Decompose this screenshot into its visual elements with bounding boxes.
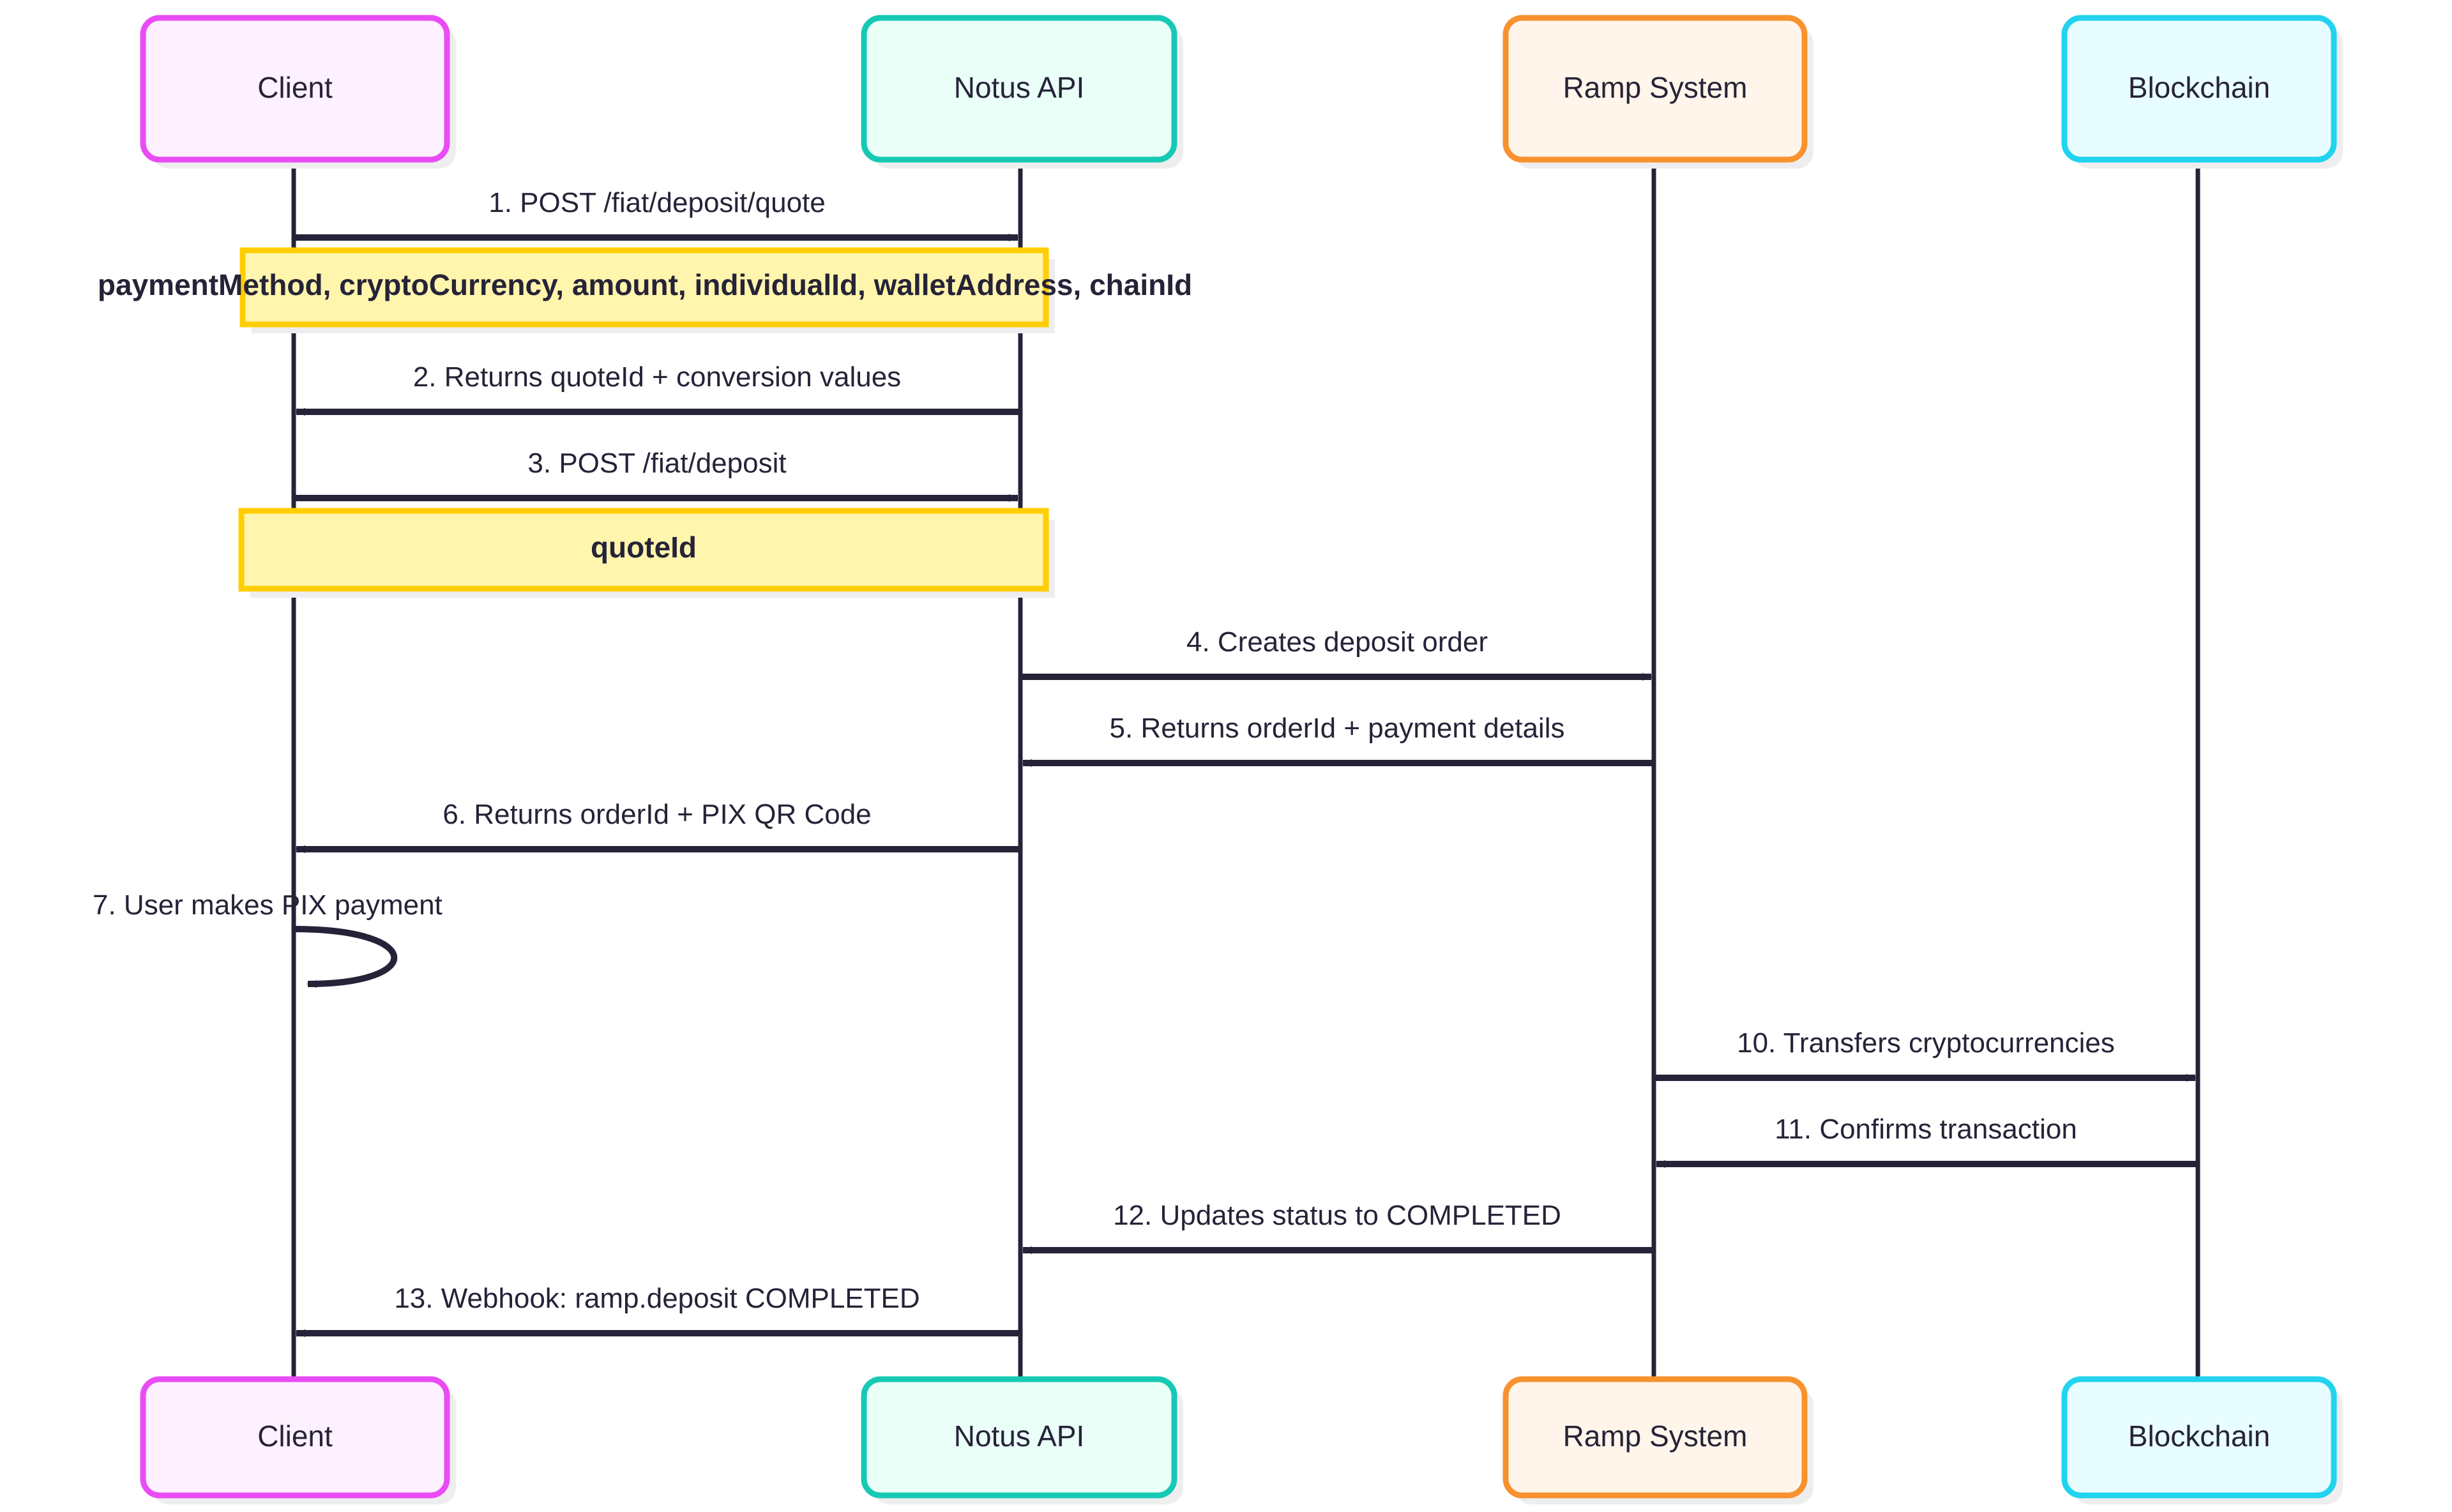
message-label-4: 4. Creates deposit order bbox=[1186, 626, 1488, 658]
message-13[interactable]: 13. Webhook: ramp.deposit COMPLETED bbox=[295, 1283, 1020, 1337]
note-text: paymentMethod, cryptoCurrency, amount, i… bbox=[98, 268, 1192, 301]
actor-box-rect bbox=[140, 1376, 450, 1499]
actor-box-notus-bottom[interactable]: Notus API bbox=[861, 1376, 1183, 1504]
messages-group: 1. POST /fiat/deposit/quote 2. Returns qu… bbox=[93, 187, 2198, 1337]
actor-box-blockchain-top[interactable]: Blockchain bbox=[2061, 15, 2343, 169]
actor-boxes-bottom: Client Notus API Ramp System Blockchain bbox=[140, 1376, 2343, 1504]
actor-box-client-top[interactable]: Client bbox=[140, 15, 456, 169]
actor-box-rect bbox=[1502, 15, 1808, 163]
actor-boxes-top: Client Notus API Ramp System Blockchain bbox=[140, 15, 2343, 169]
message-10[interactable]: 10. Transfers cryptocurrencies bbox=[1654, 1027, 2197, 1082]
actor-label-ramp: Ramp System bbox=[1563, 1419, 1748, 1453]
actor-box-rect bbox=[1502, 1376, 1808, 1499]
message-1[interactable]: 1. POST /fiat/deposit/quote bbox=[294, 187, 1019, 241]
message-label-11: 11. Confirms transaction bbox=[1775, 1114, 2077, 1145]
message-4[interactable]: 4. Creates deposit order bbox=[1020, 626, 1653, 681]
note-text: quoteId bbox=[591, 531, 697, 564]
message-2[interactable]: 2. Returns quoteId + conversion values bbox=[295, 361, 1020, 416]
message-label-7: 7. User makes PIX payment bbox=[93, 889, 443, 921]
message-label-6: 6. Returns orderId + PIX QR Code bbox=[443, 799, 871, 830]
actor-box-client-bottom[interactable]: Client bbox=[140, 1376, 456, 1504]
message-label-5: 5. Returns orderId + payment details bbox=[1110, 713, 1565, 744]
note-quote-id[interactable]: quoteId bbox=[238, 508, 1055, 598]
message-5[interactable]: 5. Returns orderId + payment details bbox=[1022, 713, 1654, 767]
actor-label-ramp: Ramp System bbox=[1563, 71, 1748, 104]
note-rect bbox=[239, 247, 1049, 328]
actor-label-blockchain: Blockchain bbox=[2128, 1419, 2270, 1453]
actor-box-blockchain-bottom[interactable]: Blockchain bbox=[2061, 1376, 2343, 1504]
actor-box-rect bbox=[2061, 15, 2337, 163]
message-7[interactable]: 7. User makes PIX payment bbox=[93, 889, 443, 988]
message-11[interactable]: 11. Confirms transaction bbox=[1655, 1114, 2198, 1168]
actor-label-notus: Notus API bbox=[954, 71, 1085, 104]
actor-box-notus-top[interactable]: Notus API bbox=[861, 15, 1183, 169]
actor-box-rect bbox=[861, 1376, 1177, 1499]
message-self-loop-arrow bbox=[293, 926, 398, 988]
note-rect bbox=[238, 508, 1049, 592]
actor-label-notus: Notus API bbox=[954, 1419, 1085, 1453]
actor-box-rect bbox=[2061, 1376, 2337, 1499]
message-3[interactable]: 3. POST /fiat/deposit bbox=[294, 448, 1019, 502]
actor-label-client: Client bbox=[257, 71, 333, 104]
message-label-12: 12. Updates status to COMPLETED bbox=[1113, 1200, 1561, 1231]
actor-box-ramp-bottom[interactable]: Ramp System bbox=[1502, 1376, 1813, 1504]
actor-box-rect bbox=[140, 15, 450, 163]
actor-box-ramp-top[interactable]: Ramp System bbox=[1502, 15, 1813, 169]
actor-label-client: Client bbox=[257, 1419, 333, 1453]
message-label-2: 2. Returns quoteId + conversion values bbox=[413, 361, 901, 393]
message-12[interactable]: 12. Updates status to COMPLETED bbox=[1022, 1200, 1654, 1254]
message-label-13: 13. Webhook: ramp.deposit COMPLETED bbox=[394, 1283, 920, 1314]
notes-group: paymentMethod, cryptoCurrency, amount, i… bbox=[98, 247, 1192, 598]
message-label-10: 10. Transfers cryptocurrencies bbox=[1737, 1027, 2115, 1059]
note-quote-params[interactable]: paymentMethod, cryptoCurrency, amount, i… bbox=[98, 247, 1192, 333]
message-label-1: 1. POST /fiat/deposit/quote bbox=[488, 187, 826, 218]
actor-label-blockchain: Blockchain bbox=[2128, 71, 2270, 104]
message-6[interactable]: 6. Returns orderId + PIX QR Code bbox=[295, 799, 1020, 853]
lifelines-group bbox=[291, 160, 2200, 1379]
actor-box-rect bbox=[861, 15, 1177, 163]
message-label-3: 3. POST /fiat/deposit bbox=[527, 448, 786, 479]
